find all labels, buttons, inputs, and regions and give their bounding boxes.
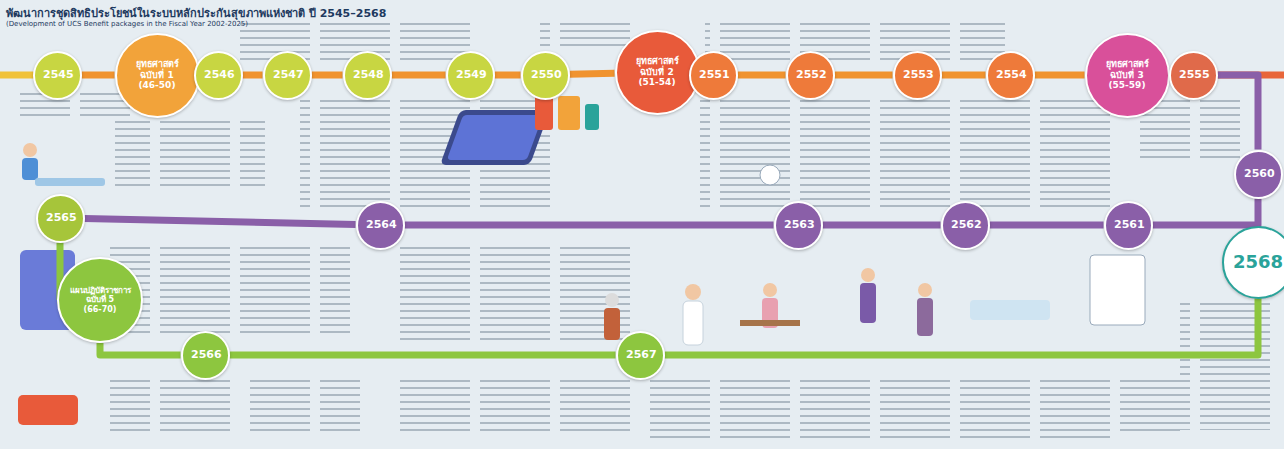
node-text: ยุทธศาสตร์ ฉบับที่ 1 xyxy=(128,59,186,80)
year-circle: 2548 xyxy=(343,51,392,100)
node-text: (51-54) xyxy=(638,77,675,87)
node-text: (66-70) xyxy=(84,305,117,314)
year-circle: 2565 xyxy=(36,194,85,243)
year-circle: แผนปฏิบัติราชการ ฉบับที่ 5(66-70) xyxy=(57,257,143,343)
text-placeholder xyxy=(20,20,1280,440)
year-circle: 2564 xyxy=(356,201,405,250)
people-illustration xyxy=(18,143,1145,425)
node-text: 2568 xyxy=(1233,252,1283,273)
year-circle: 2555 xyxy=(1169,51,1218,100)
year-circle: ยุทธศาสตร์ ฉบับที่ 1(46-50) xyxy=(115,33,200,118)
year-circle: ยุทธศาสตร์ ฉบับที่ 3(55-59) xyxy=(1085,33,1170,118)
timeline-connector xyxy=(100,343,181,355)
year-circle: 2552 xyxy=(786,51,835,100)
timeline-connector xyxy=(312,75,343,76)
timeline-connector xyxy=(392,75,446,76)
year-circle: 2566 xyxy=(181,331,230,380)
timeline-connector xyxy=(82,75,115,76)
timeline-connector xyxy=(243,75,263,76)
year-circle: ยุทธศาสตร์ ฉบับที่ 2(51-54) xyxy=(615,30,700,115)
node-text: ยุทธศาสตร์ ฉบับที่ 2 xyxy=(628,56,686,77)
year-circle: 2551 xyxy=(689,51,738,100)
node-text: 2550 xyxy=(531,69,559,82)
node-text: 2566 xyxy=(191,349,219,362)
year-circle: 2547 xyxy=(263,51,312,100)
timeline-connector xyxy=(942,75,986,76)
node-text: 2564 xyxy=(366,219,394,232)
node-text: 2563 xyxy=(784,219,812,232)
node-text: (46-50) xyxy=(138,80,175,90)
timeline-connector xyxy=(405,225,774,226)
node-text: 2545 xyxy=(43,69,71,82)
year-circle: 2567 xyxy=(616,331,665,380)
timeline-connector xyxy=(823,225,941,226)
timeline-connector xyxy=(84,219,355,225)
node-text: 2546 xyxy=(204,69,232,82)
timeline-connector xyxy=(1035,75,1085,76)
timeline-connector xyxy=(1218,75,1259,150)
node-text: 2551 xyxy=(699,69,727,82)
node-text: 2562 xyxy=(951,219,979,232)
node-text: 2555 xyxy=(1179,69,1207,82)
timeline-connector xyxy=(495,75,521,76)
timeline-connector xyxy=(835,75,893,76)
node-text: 2549 xyxy=(456,69,484,82)
year-circle: 2549 xyxy=(446,51,495,100)
tablet-illustration xyxy=(440,90,599,165)
year-circle: 2554 xyxy=(986,51,1035,100)
node-text: แผนปฏิบัติราชการ ฉบับที่ 5 xyxy=(69,286,131,304)
node-text: ยุทธศาสตร์ ฉบับที่ 3 xyxy=(1098,59,1156,80)
node-text: 2547 xyxy=(273,69,301,82)
timeline-connector xyxy=(665,299,1259,356)
timeline-connector xyxy=(230,355,616,356)
year-circle: 2561 xyxy=(1104,201,1153,250)
timeline-connector xyxy=(990,225,1104,226)
year-circle: 2562 xyxy=(941,201,990,250)
node-text: 2565 xyxy=(46,212,74,225)
node-text: 2567 xyxy=(626,349,654,362)
year-circle: 2568 xyxy=(1222,226,1284,299)
year-circle: 2550 xyxy=(521,51,570,100)
year-circle: 2563 xyxy=(774,201,823,250)
timeline-connector xyxy=(1153,199,1259,226)
year-circle: 2545 xyxy=(33,51,82,100)
node-text: (55-59) xyxy=(1108,80,1145,90)
node-text: 2548 xyxy=(353,69,381,82)
year-circle: 2546 xyxy=(194,51,243,100)
timeline-connector xyxy=(738,75,786,76)
year-circle: 2553 xyxy=(893,51,942,100)
node-text: 2552 xyxy=(796,69,824,82)
diagram-title: พัฒนาการชุดสิทธิประโยชน์ในระบบหลักประกัน… xyxy=(6,4,386,22)
timeline-connector xyxy=(569,73,614,74)
node-text: 2553 xyxy=(903,69,931,82)
node-text: 2561 xyxy=(1114,219,1142,232)
node-text: 2560 xyxy=(1244,168,1272,181)
node-text: 2554 xyxy=(996,69,1024,82)
year-circle: 2560 xyxy=(1234,150,1283,199)
subtitle: (Development of UCS Benefit packages in … xyxy=(6,20,248,28)
